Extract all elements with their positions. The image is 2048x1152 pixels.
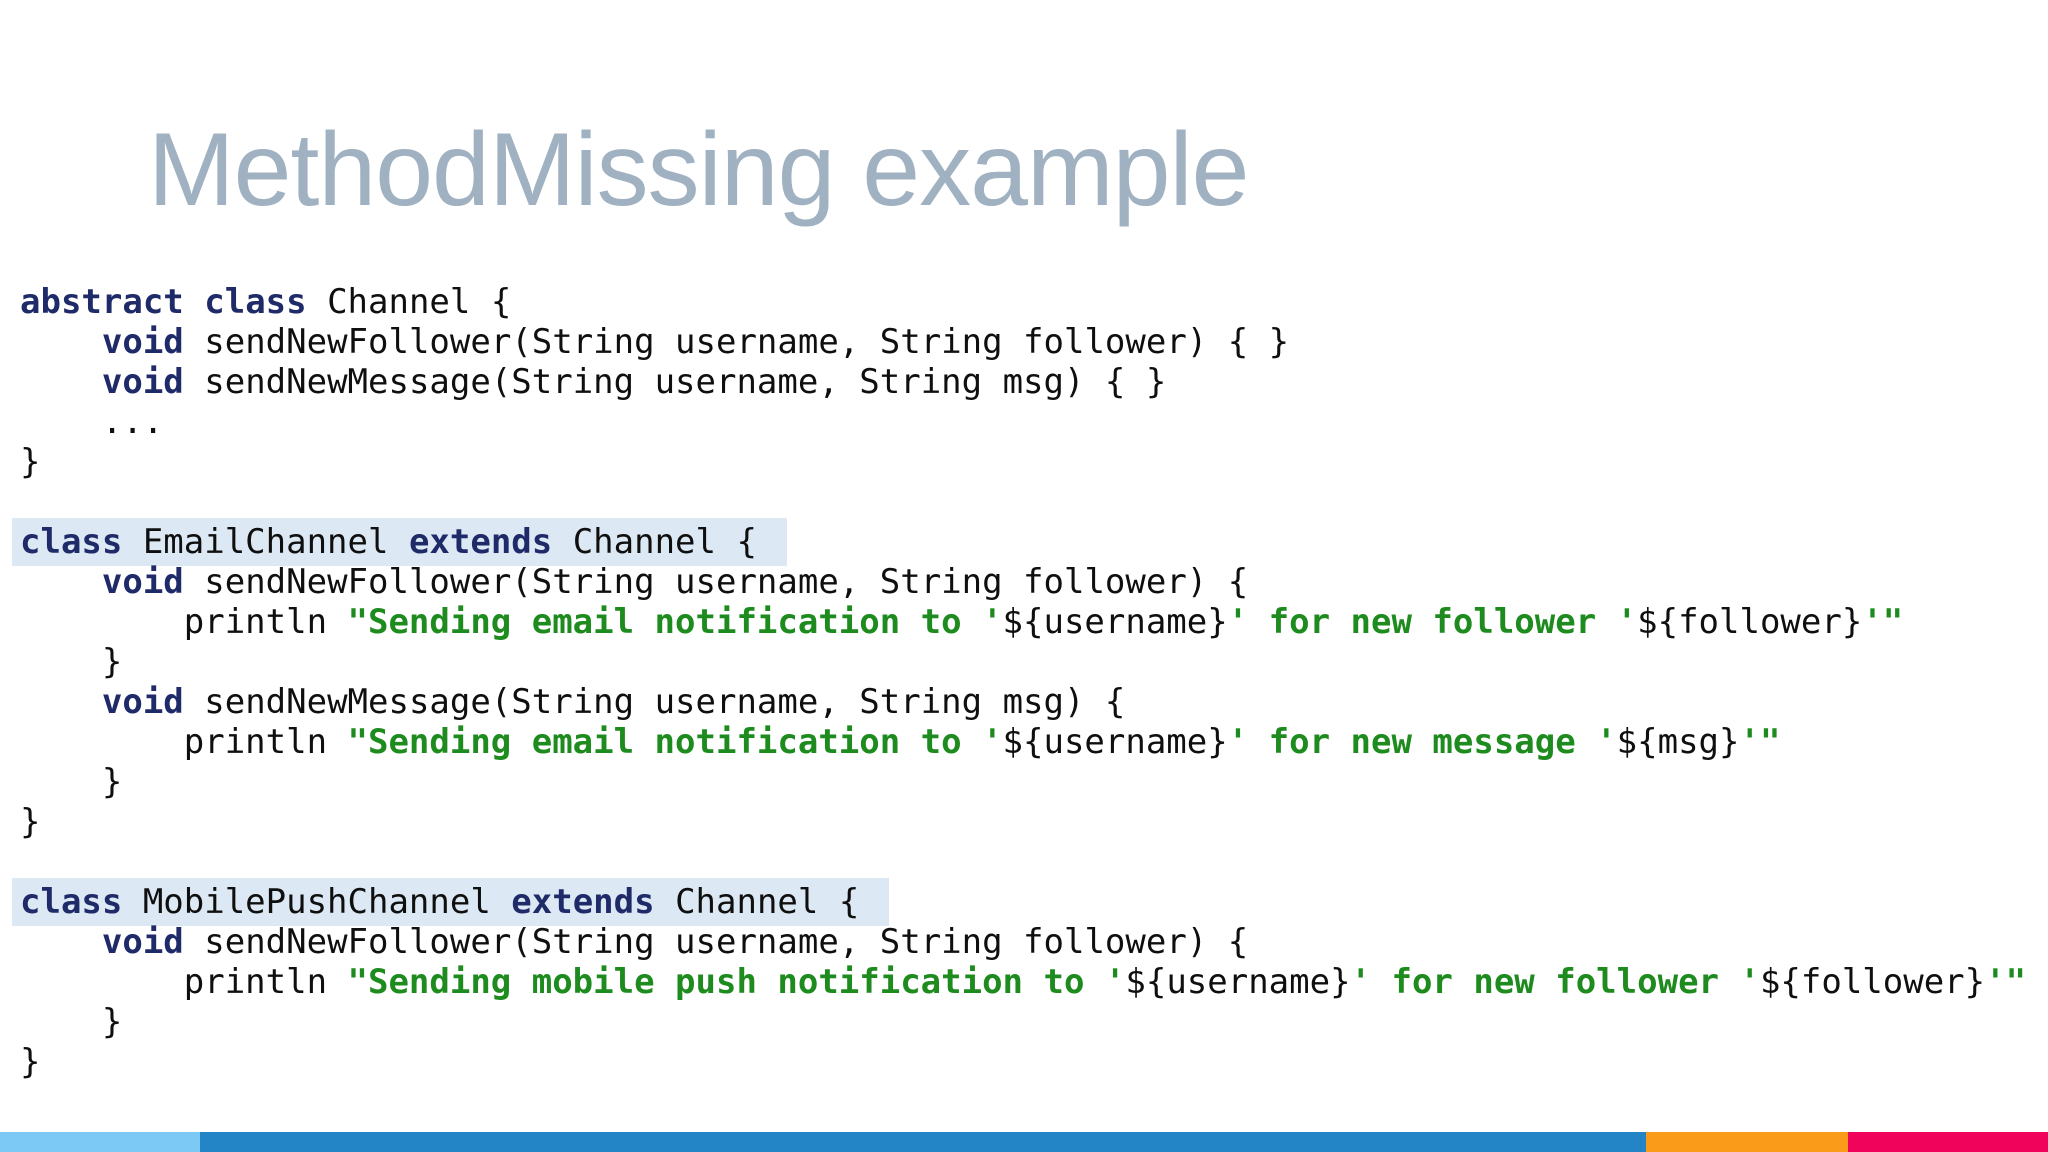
- code-line: void sendNewFollower(String username, St…: [20, 562, 2026, 602]
- code-line-text: }: [20, 1042, 41, 1082]
- code-line-text: void sendNewMessage(String username, Str…: [101, 362, 1167, 402]
- code-line-text: ...: [20, 402, 164, 442]
- footer-segment-orange: [1646, 1132, 1848, 1152]
- code-line-text: }: [20, 802, 41, 842]
- code-line-text: println "Sending email notification to '…: [20, 602, 1904, 642]
- code-line-text: void sendNewMessage(String username, Str…: [101, 682, 1126, 722]
- code-line: abstract class Channel {: [20, 282, 2026, 322]
- code-line-text: [20, 482, 40, 522]
- code-line-highlighted: class MobilePushChannel extends Channel …: [12, 878, 890, 926]
- code-line-text: void sendNewFollower(String username, St…: [101, 562, 1249, 602]
- code-line-text: [20, 842, 40, 882]
- code-line: ...: [20, 402, 2026, 442]
- code-line-text: }: [20, 642, 123, 682]
- footer-segment-light-blue: [0, 1132, 200, 1152]
- footer-accent-bar: [0, 1132, 2048, 1152]
- footer-segment-pink: [1848, 1132, 2048, 1152]
- code-line: class MobilePushChannel extends Channel …: [12, 878, 2026, 926]
- code-line: println "Sending email notification to '…: [20, 722, 2026, 762]
- code-line-text: void sendNewFollower(String username, St…: [101, 322, 1290, 362]
- code-line: }: [20, 762, 2026, 802]
- code-line: void sendNewMessage(String username, Str…: [20, 682, 2026, 722]
- code-line: }: [20, 642, 2026, 682]
- code-line: }: [20, 1002, 2026, 1042]
- code-line: class EmailChannel extends Channel {: [12, 518, 2026, 566]
- code-line: }: [20, 802, 2026, 842]
- code-line: println "Sending email notification to '…: [20, 602, 2026, 642]
- code-line-highlighted: class EmailChannel extends Channel {: [12, 518, 787, 566]
- code-line-text: abstract class Channel {: [20, 282, 512, 322]
- page-title: MethodMissing example: [148, 112, 1249, 228]
- footer-segment-blue: [200, 1132, 1646, 1152]
- code-line-text: println "Sending mobile push notificatio…: [20, 962, 2027, 1002]
- code-line-text: println "Sending email notification to '…: [20, 722, 1781, 762]
- code-line: [20, 842, 2026, 882]
- code-line: }: [20, 442, 2026, 482]
- code-line-text: void sendNewFollower(String username, St…: [101, 922, 1249, 962]
- code-line: void sendNewMessage(String username, Str…: [20, 362, 2026, 402]
- code-line: [20, 482, 2026, 522]
- code-block: abstract class Channel { void sendNewFol…: [12, 282, 2026, 1082]
- code-line-text: }: [20, 762, 123, 802]
- code-line-text: }: [20, 442, 41, 482]
- code-line: void sendNewFollower(String username, St…: [20, 922, 2026, 962]
- code-line: void sendNewFollower(String username, St…: [20, 322, 2026, 362]
- code-line: }: [20, 1042, 2026, 1082]
- code-line-text: }: [20, 1002, 123, 1042]
- code-line: println "Sending mobile push notificatio…: [20, 962, 2026, 1002]
